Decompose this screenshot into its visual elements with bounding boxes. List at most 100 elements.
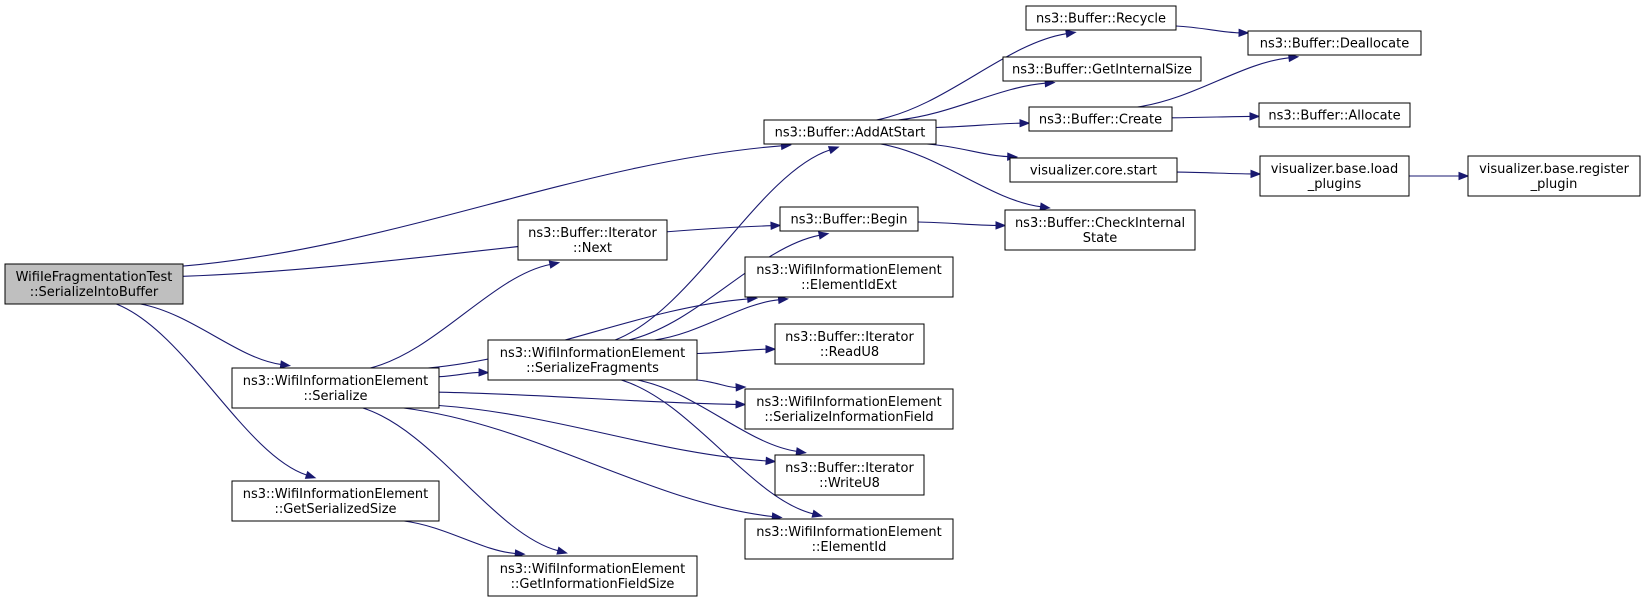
node-box — [779, 206, 919, 232]
node-buf-deallocate[interactable]: ns3::Buffer::Deallocate — [1247, 30, 1422, 56]
node-buf-getinternalsize[interactable]: ns3::Buffer::GetInternalSize — [1002, 56, 1202, 82]
node-box — [517, 219, 668, 261]
node-label-line: ns3::WifiInformationElement — [500, 346, 686, 361]
edge-line — [438, 404, 767, 462]
arrowhead — [765, 344, 777, 354]
arrowhead — [765, 456, 777, 466]
node-box — [744, 518, 954, 560]
node-vis-core-start[interactable]: visualizer.core.start — [1009, 157, 1178, 183]
arrowhead — [995, 221, 1007, 230]
node-label-line: ::Next — [573, 241, 612, 256]
arrowhead — [1288, 53, 1300, 63]
node-label-line: visualizer.base.register — [1479, 162, 1630, 177]
edge-wie-serialize-to-wie-serinfofield — [438, 391, 747, 409]
node-box — [1259, 155, 1410, 197]
node-wie-serialize[interactable]: ns3::WifiInformationElement::Serialize — [231, 367, 440, 409]
node-label-line: ns3::WifiInformationElement — [243, 487, 429, 502]
arrowhead — [548, 260, 561, 269]
edge-line — [876, 33, 1067, 121]
node-label-line: ns3::Buffer::Create — [1039, 113, 1162, 128]
edge-line — [427, 298, 748, 369]
edge-line — [621, 379, 814, 515]
arrowhead — [770, 221, 782, 230]
node-box — [1009, 157, 1178, 183]
node-wie-elementid[interactable]: ns3::WifiInformationElement::ElementId — [744, 518, 954, 560]
edge-line — [182, 145, 782, 267]
node-label-line: ns3::Buffer::Begin — [790, 213, 907, 228]
node-label-line: ns3::Buffer::AddAtStart — [775, 126, 926, 141]
node-box — [744, 256, 954, 298]
edge-vis-core-start-to-vis-base-load-plugins — [1176, 169, 1262, 179]
node-box — [1002, 56, 1202, 82]
edge-line — [614, 149, 830, 341]
node-label-line: ::Serialize — [304, 389, 368, 404]
node-wie-elementidext[interactable]: ns3::WifiInformationElement::ElementIdEx… — [744, 256, 954, 298]
node-label-line: ::SerializeInformationField — [764, 410, 933, 425]
node-box — [774, 454, 925, 496]
node-wie-serinfofield[interactable]: ns3::WifiInformationElement::SerializeIn… — [744, 388, 954, 430]
arrowhead — [478, 368, 490, 377]
edge-line — [926, 143, 1008, 158]
node-root[interactable]: WifiIeFragmentationTest::SerializeIntoBu… — [4, 263, 184, 305]
node-label-line: ns3::Buffer::Recycle — [1036, 12, 1166, 27]
node-buf-begin[interactable]: ns3::Buffer::Begin — [779, 206, 919, 232]
edge-line — [696, 379, 737, 388]
edge-line — [637, 379, 797, 452]
edge-wie-serializefragments-to-wie-elementidext — [654, 295, 789, 341]
node-vis-base-register-plugin[interactable]: visualizer.base.register_plugin — [1467, 155, 1641, 197]
node-label-line: ns3::Buffer::Allocate — [1268, 109, 1400, 124]
edge-buf-create-to-buf-allocate — [1171, 112, 1261, 121]
arrowhead — [817, 231, 830, 240]
node-wie-serializefragments[interactable]: ns3::WifiInformationElement::SerializeFr… — [487, 339, 698, 381]
node-box — [1247, 30, 1422, 56]
node-label-line: ns3::WifiInformationElement — [756, 395, 942, 410]
edge-buf-begin-to-buf-checkinternalstate — [917, 221, 1007, 230]
edge-line — [182, 225, 772, 277]
node-label-line: ns3::Buffer::Iterator — [528, 226, 657, 241]
node-box — [4, 263, 184, 305]
edge-wie-serialize-to-iter-writeu8 — [438, 404, 777, 466]
edge-line — [140, 303, 281, 365]
node-box — [774, 323, 925, 365]
edge-line — [116, 303, 307, 476]
node-wie-getserializedsize[interactable]: ns3::WifiInformationElement::GetSerializ… — [231, 480, 440, 522]
arrowhead — [1250, 169, 1262, 179]
edges-layer — [116, 25, 1470, 558]
edge-buf-addatstart-to-buf-create — [935, 118, 1031, 129]
node-box — [231, 367, 440, 409]
node-label-line: ns3::Buffer::CheckInternal — [1015, 216, 1185, 231]
node-box — [744, 388, 954, 430]
node-iter-next[interactable]: ns3::Buffer::Iterator::Next — [517, 219, 668, 261]
node-label-line: State — [1083, 231, 1117, 246]
node-label-line: ns3::Buffer::Deallocate — [1260, 37, 1409, 52]
node-buf-create[interactable]: ns3::Buffer::Create — [1028, 106, 1173, 132]
node-label-line: visualizer.base.load — [1271, 162, 1399, 177]
arrowhead — [279, 360, 292, 369]
node-label-line: ::SerializeIntoBuffer — [30, 285, 159, 300]
edge-buf-addatstart-to-buf-checkinternalstate — [880, 143, 1051, 211]
node-box — [1004, 209, 1196, 251]
node-box — [231, 480, 440, 522]
node-iter-writeu8[interactable]: ns3::Buffer::Iterator::WriteU8 — [774, 454, 925, 496]
edge-line — [654, 299, 779, 341]
edge-root-to-wie-getserializedsize — [116, 303, 317, 479]
edge-buf-addatstart-to-buf-recycle — [876, 29, 1077, 121]
node-buf-allocate[interactable]: ns3::Buffer::Allocate — [1258, 102, 1411, 128]
arrowhead — [795, 447, 807, 456]
edge-line — [362, 407, 559, 552]
node-vis-base-load-plugins[interactable]: visualizer.base.load_plugins — [1259, 155, 1410, 197]
edge-wie-serializefragments-to-wie-elementid — [621, 379, 824, 518]
edge-wie-serializefragments-to-buf-addatstart — [614, 146, 840, 341]
arrowhead — [811, 509, 824, 518]
arrowhead — [1019, 118, 1031, 128]
edge-root-to-wie-serialize — [140, 303, 292, 369]
edge-wie-serializefragments-to-iter-writeu8 — [637, 379, 807, 456]
node-label-line: ns3::WifiInformationElement — [756, 263, 942, 278]
node-buf-addatstart[interactable]: ns3::Buffer::AddAtStart — [763, 119, 937, 145]
node-buf-recycle[interactable]: ns3::Buffer::Recycle — [1025, 5, 1177, 31]
node-wie-getinfofieldsize[interactable]: ns3::WifiInformationElement::GetInformat… — [487, 555, 698, 597]
node-iter-readu8[interactable]: ns3::Buffer::Iterator::ReadU8 — [774, 323, 925, 365]
node-box — [487, 339, 698, 381]
